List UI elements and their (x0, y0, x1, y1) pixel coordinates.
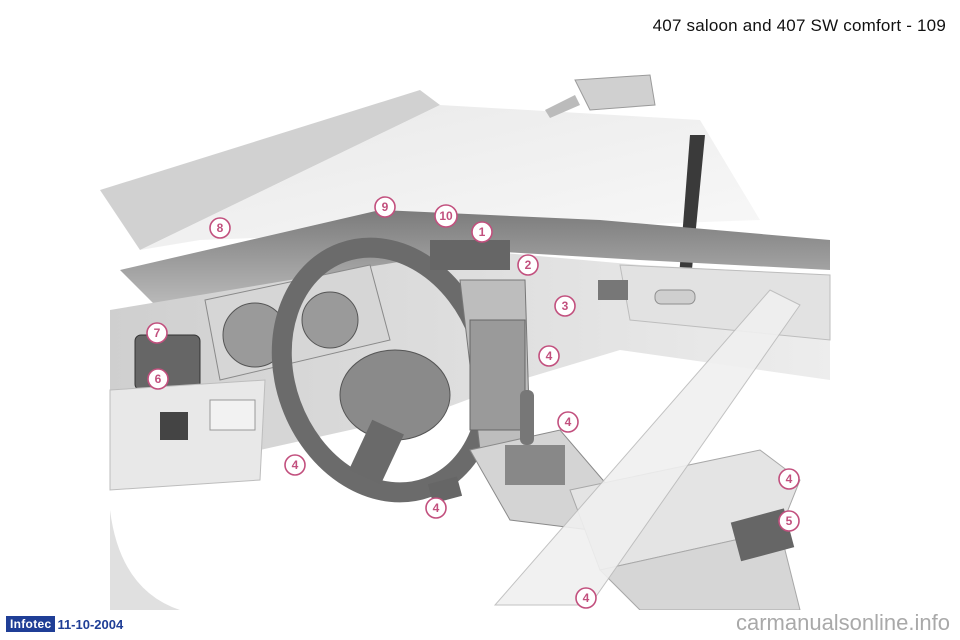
svg-text:10: 10 (439, 209, 453, 223)
callout-5: 5 (778, 510, 800, 532)
gear-gate (505, 445, 565, 485)
svg-text:4: 4 (583, 591, 590, 605)
dashboard-top (120, 210, 830, 310)
svg-text:9: 9 (382, 200, 389, 214)
vent-right (598, 280, 628, 300)
callout-4-console: 4 (538, 345, 560, 367)
svg-text:4: 4 (546, 349, 553, 363)
svg-text:6: 6 (155, 372, 162, 386)
radio-panel (469, 319, 526, 431)
callout-4-armrest: 4 (778, 468, 800, 490)
dashboard-illustration: 8 9 10 1 2 3 7 6 4 4 4 4 4 5 4 (100, 74, 831, 610)
footer-left: Infotec 11-10-2004 (6, 616, 123, 632)
callout-8: 8 (209, 217, 231, 239)
watermark: carmanualsonline.info (735, 610, 950, 635)
svg-text:5: 5 (786, 514, 793, 528)
brand-logo: Infotec (6, 616, 56, 632)
svg-text:4: 4 (786, 472, 793, 486)
footwell-vent (427, 476, 463, 504)
switch-panel (160, 412, 188, 440)
callout-9: 9 (374, 196, 396, 218)
svg-text:4: 4 (292, 458, 299, 472)
steering-wheel-hub (339, 349, 451, 441)
b-pillar (493, 289, 801, 606)
svg-text:1: 1 (479, 225, 486, 239)
fuse-box-cover (209, 399, 256, 431)
callout-4-rear: 4 (575, 587, 597, 609)
windscreen (140, 105, 760, 250)
callout-3: 3 (554, 295, 576, 317)
print-date: 11-10-2004 (57, 616, 124, 632)
page-header: 407 saloon and 407 SW comfort - 109 (652, 16, 946, 35)
callout-6: 6 (147, 368, 169, 390)
svg-text:3: 3 (562, 299, 569, 313)
svg-text:2: 2 (525, 258, 532, 272)
callout-1: 1 (471, 221, 493, 243)
centre-vents (430, 240, 510, 270)
svg-text:4: 4 (433, 501, 440, 515)
callout-10: 10 (434, 204, 458, 228)
callout-2: 2 (517, 254, 539, 276)
seat-edge (110, 510, 180, 610)
callout-4-floor-left: 4 (284, 454, 306, 476)
callout-7: 7 (146, 322, 168, 344)
gear-lever (520, 390, 534, 445)
tachometer (301, 291, 359, 349)
mirror-stem (545, 95, 580, 118)
callout-4-footwell: 4 (425, 497, 447, 519)
door-handle (654, 289, 696, 305)
svg-text:7: 7 (154, 326, 161, 340)
steering-column (349, 419, 404, 485)
callout-4-gear: 4 (557, 411, 579, 433)
a-pillar-left (100, 90, 440, 250)
svg-text:4: 4 (565, 415, 572, 429)
svg-text:8: 8 (217, 221, 224, 235)
rear-view-mirror (574, 74, 656, 111)
